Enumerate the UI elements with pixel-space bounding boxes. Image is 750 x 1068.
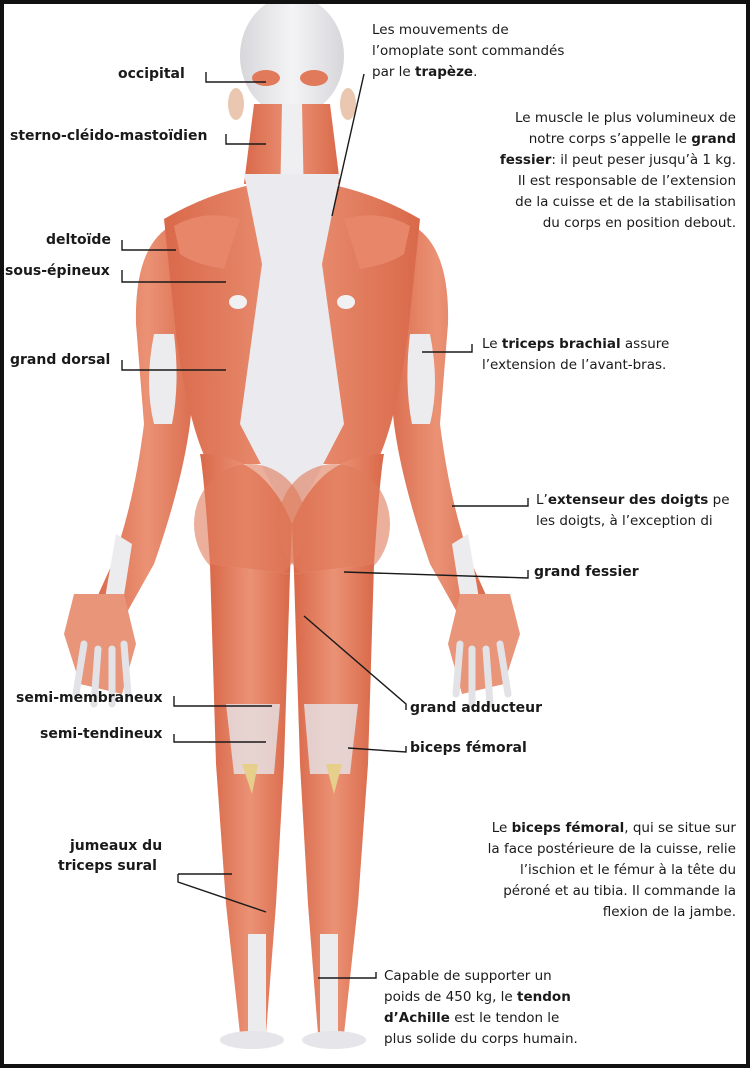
note-extenseur-des-doigts: L’extenseur des doigts pe les doigts, à … [536, 490, 740, 532]
label-occipital: occipital [118, 66, 185, 83]
note-grand-fessier: Le muscle le plus volumineux de notre co… [500, 108, 736, 234]
note-triceps-brachial: Le triceps brachial assure l’extension d… [482, 334, 669, 376]
legs [210, 564, 374, 1049]
label-grand-fessier: grand fessier [534, 564, 639, 581]
label-sous-epineux: sous-épineux [5, 263, 110, 280]
note-biceps-femoral: Le biceps fémoral, qui se situe sur la f… [488, 818, 736, 923]
label-grand-adducteur: grand adducteur [410, 700, 542, 717]
label-grand-dorsal: grand dorsal [10, 352, 110, 369]
label-semi-membraneux: semi-membraneux [16, 690, 163, 707]
torso [164, 174, 420, 524]
note-trapeze: Les mouvements de l’omoplate sont comman… [372, 20, 564, 83]
label-semi-tendineux: semi-tendineux [40, 726, 162, 743]
note-tendon-achille: Capable de supporter un poids de 450 kg,… [384, 966, 578, 1050]
label-deltoide: deltoïde [46, 232, 111, 249]
label-jumeaux-line1: jumeaux du [70, 838, 162, 855]
label-jumeaux-line2: triceps sural [58, 858, 157, 875]
head [228, 4, 356, 120]
label-biceps-femoral: biceps fémoral [410, 740, 527, 757]
label-sterno-cleido-mastoidien: sterno-cléido-mastoïdien [10, 128, 207, 145]
